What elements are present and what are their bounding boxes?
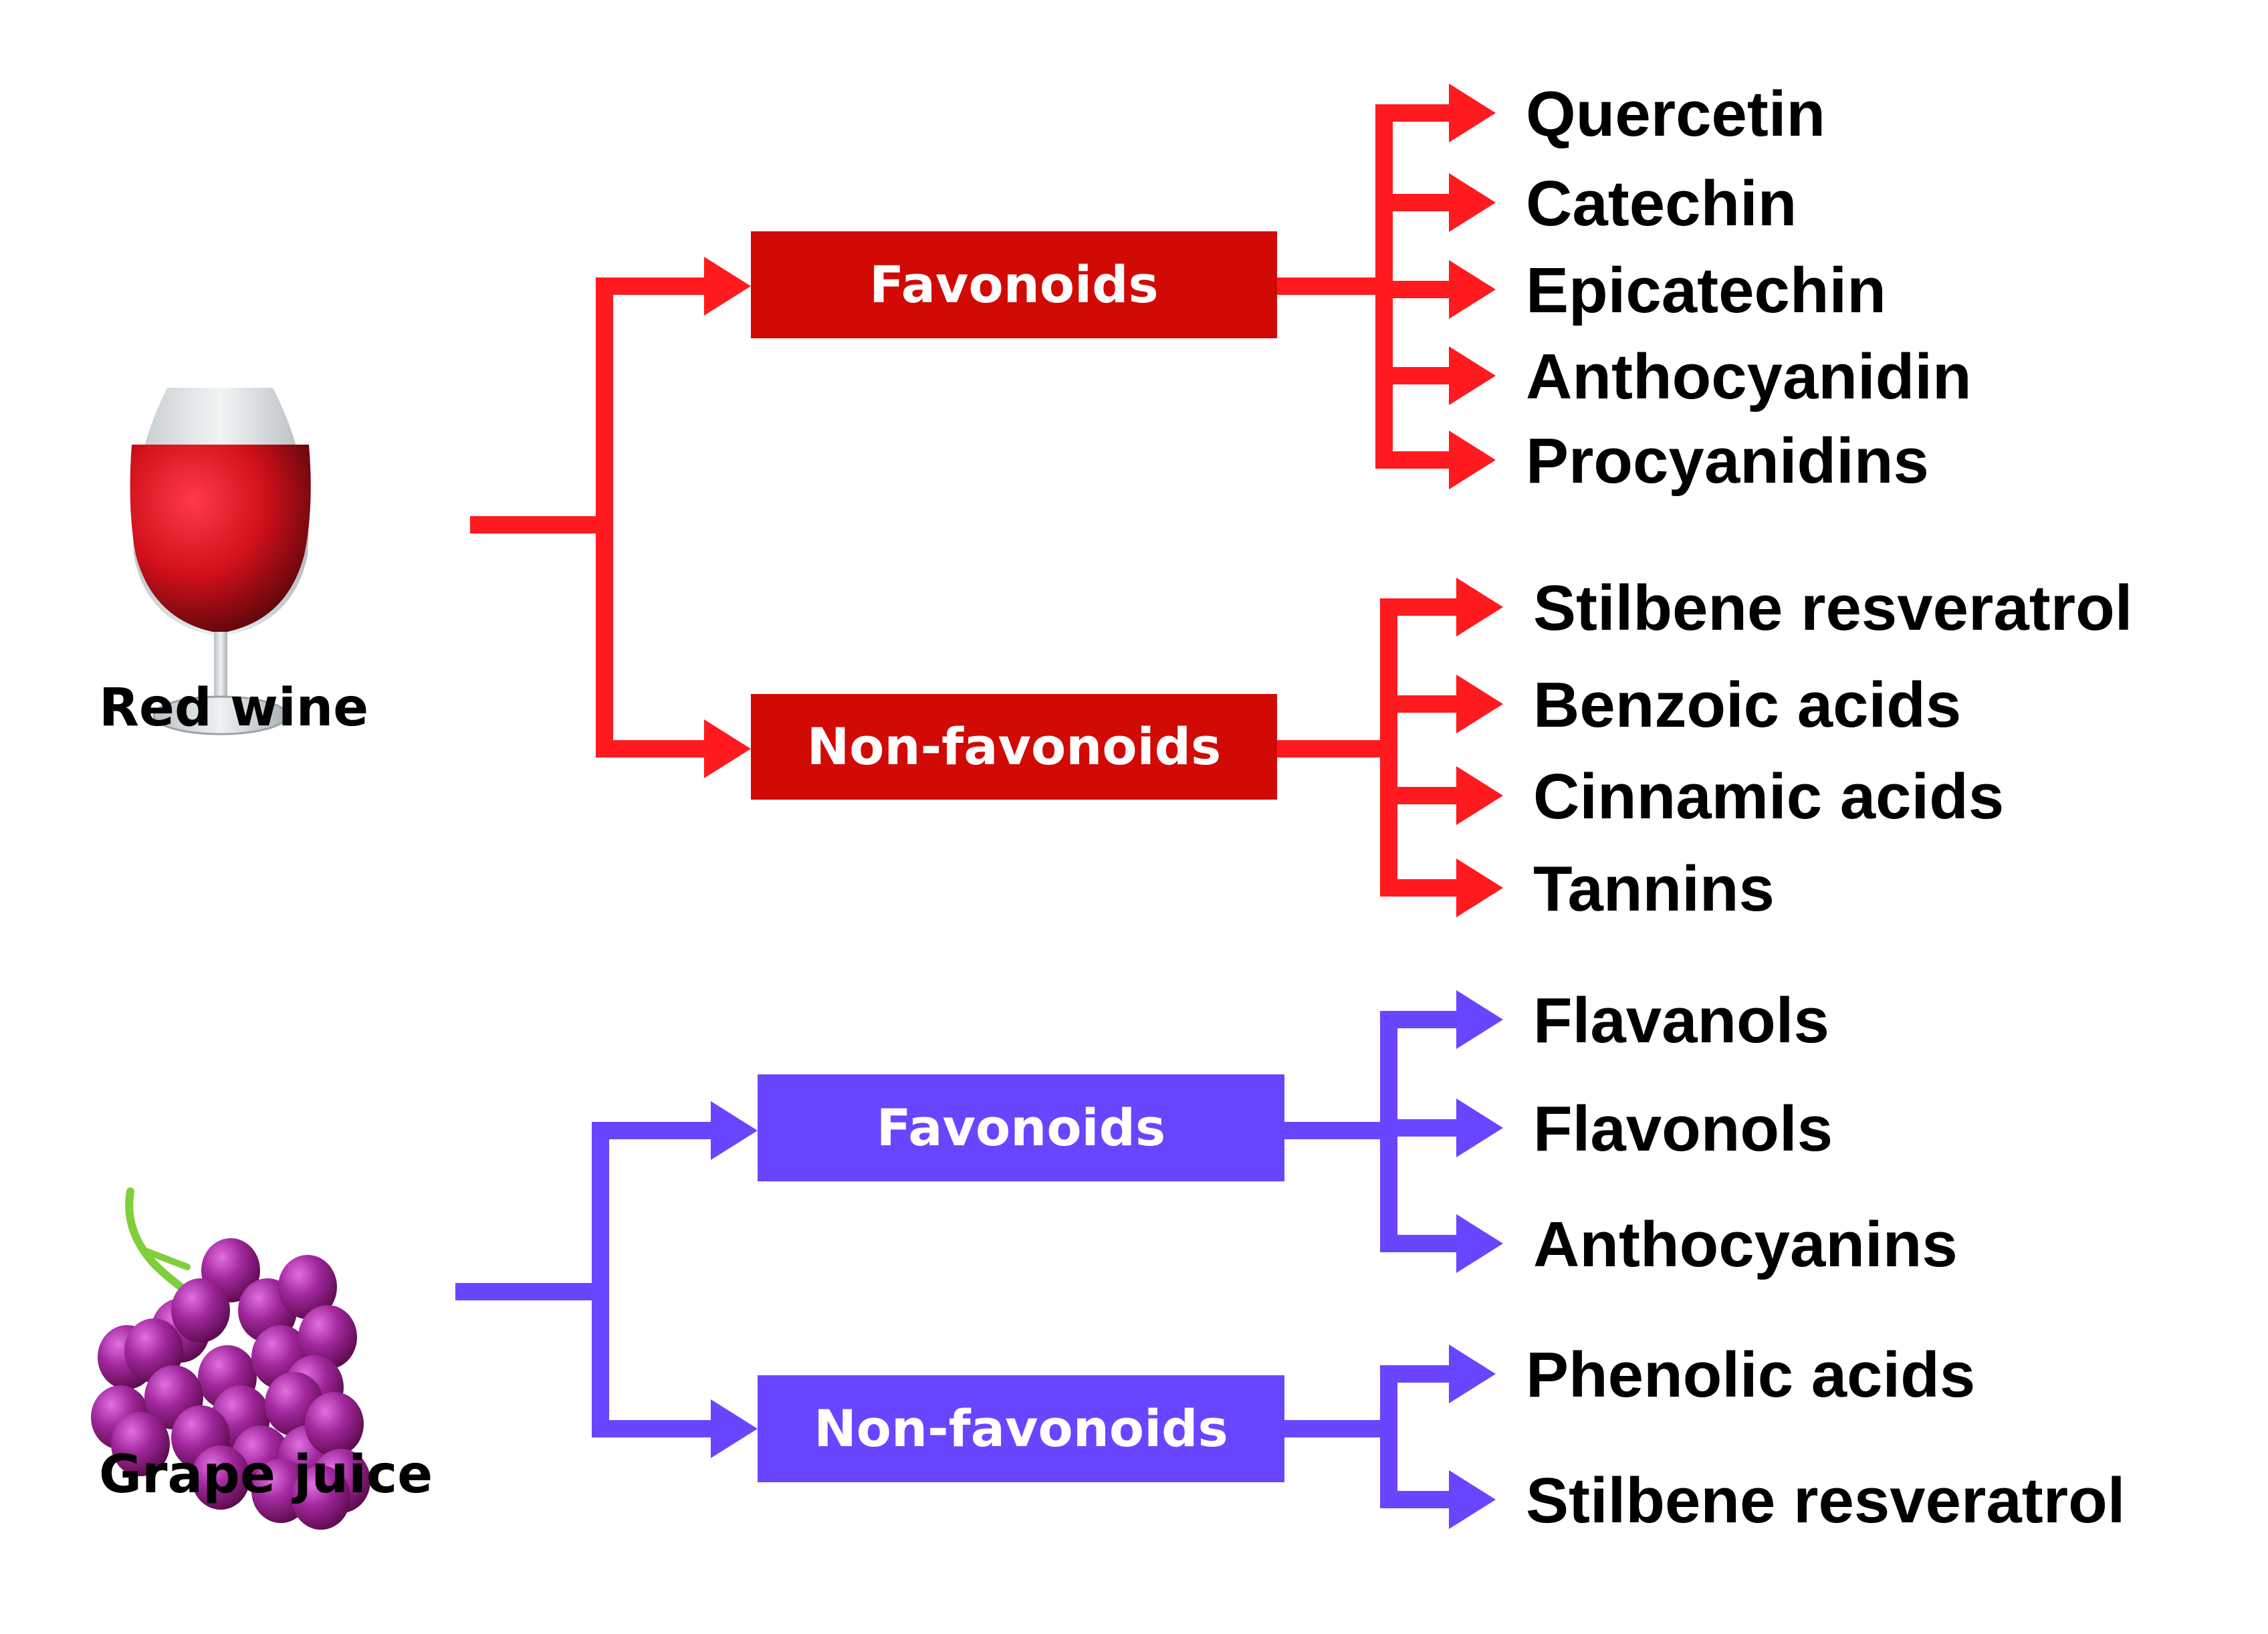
compound-label: Epicatechin [1526,255,1886,326]
trunk-line [470,516,604,534]
non-flavonoids-box: Non-favonoids [758,1375,1284,1482]
trunk-split-line [596,277,613,757]
leaf-arrow [1389,858,1503,917]
trunk-line [455,1283,600,1300]
non-flavonoids-box-label: Non-favonoids [807,717,1222,776]
compound-label: Cinnamic acids [1533,761,2004,832]
grape-berries [91,1238,370,1530]
leaf-arrow [1389,1214,1503,1273]
compound-label: Flavonols [1533,1093,1833,1165]
non-flavonoids-connector [1277,740,1389,757]
arrow-to-flavonoids-box [604,257,751,316]
flavonoids-box: Favonoids [758,1074,1284,1181]
grape-juice-branch: Favonoids FlavanolsFlavonolsAnthocyaninsN… [455,985,2125,1536]
flavonoids-connector [1277,277,1384,295]
grape-berry [191,1445,250,1510]
compound-label: Benzoic acids [1533,669,1961,741]
source-label-grape-juice: Grape juice [99,1445,433,1505]
leaf-arrow [1384,84,1496,142]
grape-berry [292,1466,350,1530]
leaf-arrow [1384,346,1496,405]
leaf-arrow [1389,1098,1503,1157]
leaf-arrow [1384,431,1496,489]
flavonoids-connector [1284,1122,1389,1139]
arrow-to-flavonoids-box [600,1101,758,1160]
non-flavonoids-split-line [1380,598,1397,897]
source-label-red-wine: Red wine [99,678,368,738]
grape-berry [171,1278,230,1343]
leaf-arrow [1389,675,1503,733]
flavonoids-box-label: Favonoids [877,1098,1166,1157]
leaf-arrow [1389,766,1503,825]
non-flavonoids-box-label: Non-favonoids [814,1399,1228,1458]
leaf-arrow [1389,1345,1496,1403]
trunk-split-line [592,1122,609,1437]
grape-berry [298,1305,357,1369]
compound-label: Anthocyanins [1533,1209,1958,1280]
compound-label: Anthocyanidin [1526,341,1972,413]
compound-label: Catechin [1526,168,1797,239]
non-flavonoids-box: Non-favonoids [751,694,1277,800]
flavonoids-box: Favonoids [751,231,1277,338]
wine-glass-icon [130,388,311,735]
non-flavonoids-connector [1284,1420,1389,1437]
compound-label: Procyanidins [1526,425,1929,497]
grape-berry [111,1412,170,1476]
flavonoids-box-label: Favonoids [869,255,1159,314]
compound-label: Phenolic acids [1526,1339,1975,1411]
leaf-arrow [1389,578,1503,636]
leaf-arrow [1384,260,1496,319]
leaf-arrow [1384,173,1496,232]
compound-label: Stilbene resveratrol [1526,1465,2125,1536]
compound-label: Stilbene resveratrol [1533,572,2132,644]
compound-label: Quercetin [1526,78,1825,150]
red-wine-branch: Favonoids QuercetinCatechinEpicatechinAnt… [470,78,2132,925]
grape-berry [305,1392,364,1456]
leaf-arrow [1389,1470,1496,1529]
arrow-to-non-flavonoids-box [600,1399,758,1458]
non-flavonoids-split-line [1380,1365,1397,1508]
compound-label: Tannins [1533,853,1775,925]
grape-berry [278,1255,337,1319]
arrow-to-non-flavonoids-box [604,719,751,778]
compound-label: Flavanols [1533,985,1829,1056]
leaf-arrow [1389,990,1503,1049]
